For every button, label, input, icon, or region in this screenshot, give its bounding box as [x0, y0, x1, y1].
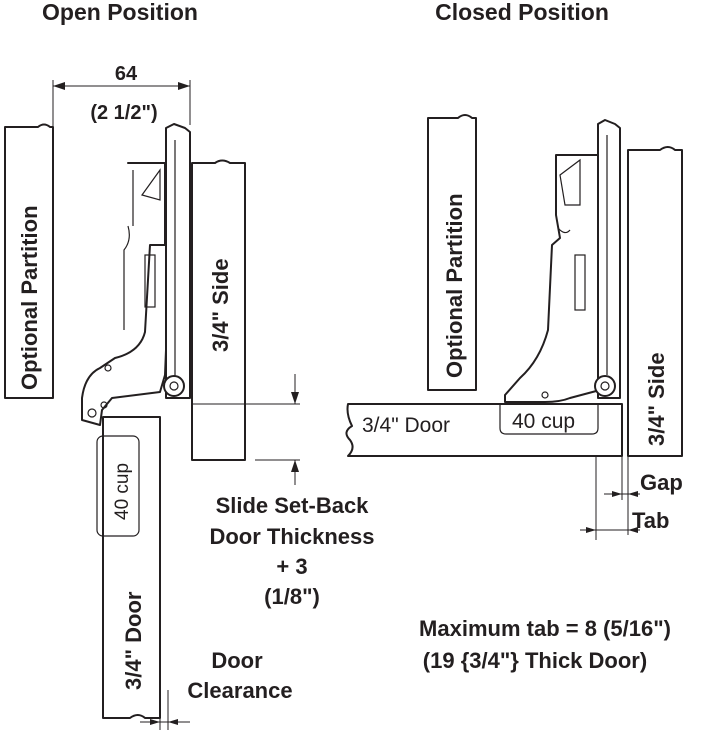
open-door-panel: 40 cup 3/4" Door [96, 416, 161, 719]
open-side-panel: 3/4" Side [191, 159, 246, 461]
open-hinge-arm [81, 162, 169, 426]
max-tab-note: Maximum tab = 8 (5/16") (19 {3/4"} Thick… [419, 616, 671, 673]
tab-label: Tab [632, 508, 669, 533]
width-in-label: (2 1/2") [90, 102, 157, 124]
open-partition-label: Optional Partition [17, 205, 42, 390]
open-side-label: 3/4" Side [208, 258, 233, 352]
open-partition-panel: Optional Partition [4, 123, 54, 399]
open-mounting-plate [163, 123, 191, 399]
closed-hinge-arm [504, 154, 601, 403]
setback-line3: + 3 [276, 554, 307, 579]
clearance-line2: Clearance [187, 678, 292, 703]
closed-door-panel: 3/4" Door 40 cup [345, 403, 623, 457]
open-position-view: 64 (2 1/2") Optional Partition [4, 63, 375, 730]
closed-position-heading: Closed Position [435, 0, 609, 25]
width-dimension: 64 (2 1/2") [52, 63, 191, 145]
clearance-dimension: Door Clearance [140, 648, 293, 730]
closed-side-panel: 3/4" Side [627, 146, 683, 457]
gap-label: Gap [640, 470, 683, 495]
open-position-heading: Open Position [42, 0, 198, 25]
clearance-line1: Door [211, 648, 263, 673]
closed-side-label: 3/4" Side [644, 352, 669, 446]
gap-tab-dimension: Gap Tab [580, 456, 683, 540]
setback-line1: Slide Set-Back [216, 493, 370, 518]
closed-partition-label: Optional Partition [442, 193, 467, 378]
max-tab-line1: Maximum tab = 8 (5/16") [419, 616, 671, 641]
width-mm-label: 64 [115, 63, 138, 85]
closed-cup-label: 40 cup [512, 410, 575, 433]
closed-door-label: 3/4" Door [362, 414, 450, 437]
max-tab-line2: (19 {3/4"} Thick Door) [423, 648, 647, 673]
closed-mounting-plate [594, 119, 621, 399]
open-door-label: 3/4" Door [121, 591, 146, 690]
closed-position-view: Optional Partition 3/4" Side 3/4" Door [345, 114, 683, 673]
setback-dimension: Slide Set-Back Door Thickness + 3 (1/8") [192, 374, 375, 609]
setback-line2: Door Thickness [209, 524, 374, 549]
closed-partition-panel: Optional Partition [427, 114, 477, 391]
open-cup-label: 40 cup [112, 463, 133, 520]
setback-line4: (1/8") [264, 584, 320, 609]
